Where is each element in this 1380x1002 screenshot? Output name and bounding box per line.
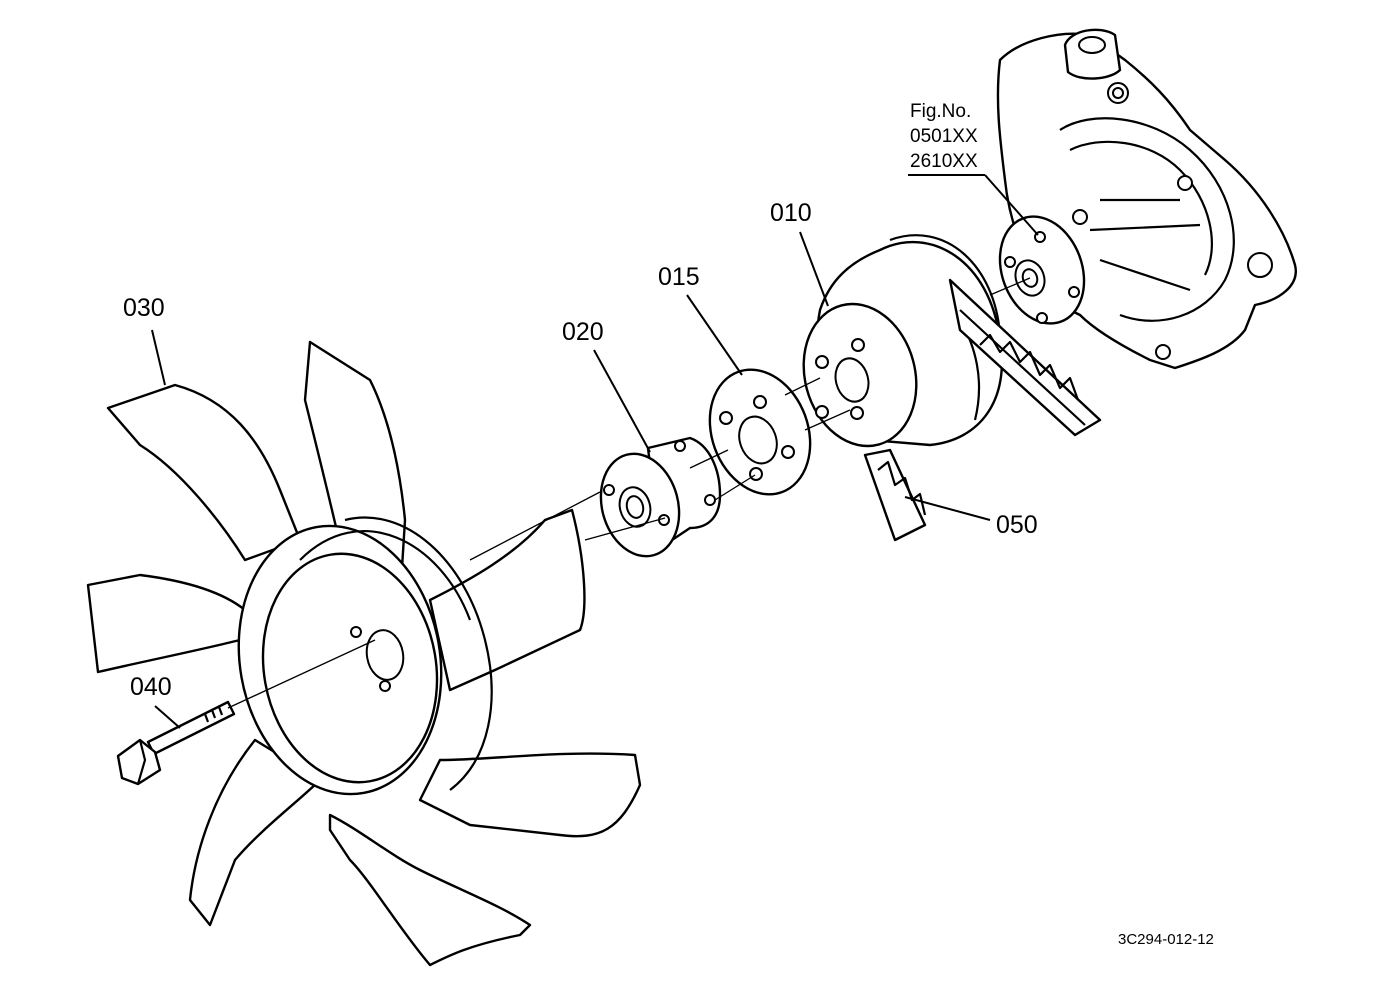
callout-015: 015 [658, 263, 700, 291]
fan-belt-050 [863, 278, 1102, 542]
drawing-code: 3C294-012-12 [1118, 931, 1214, 948]
cooling-fan-030 [86, 340, 642, 967]
callout-030: 030 [123, 294, 165, 322]
callout-020: 020 [562, 318, 604, 346]
fig-ref-0501: 0501XX [910, 126, 978, 147]
fan-pulley-010 [802, 234, 1004, 448]
callout-010: 010 [770, 199, 812, 227]
fig-ref-2610: 2610XX [910, 151, 978, 172]
bolt-040 [116, 700, 236, 786]
fan-spacer-020 [599, 436, 722, 558]
water-pump-housing [996, 28, 1297, 370]
callout-050: 050 [996, 511, 1038, 539]
spacer-plate-015 [708, 368, 812, 496]
leader-lines [151, 174, 1039, 729]
callout-040: 040 [130, 673, 172, 701]
assembly-axis-lines [227, 277, 1031, 709]
fig-no-label: Fig.No. [910, 101, 971, 122]
